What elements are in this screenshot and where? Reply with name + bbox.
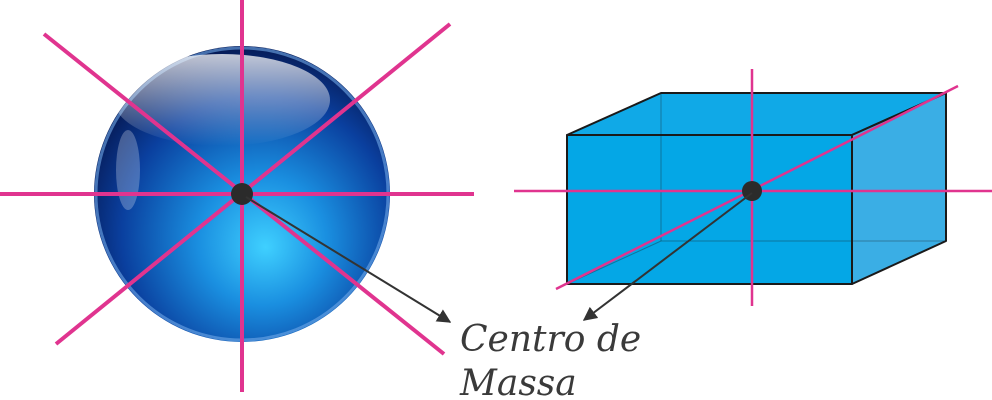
- box-pointer-arrow: [582, 192, 753, 321]
- sphere-axis-diagonal-up: [54, 22, 452, 346]
- sphere-highlight: [114, 54, 330, 146]
- sphere-side-glint: [116, 130, 140, 210]
- sphere-center-dot: [231, 183, 253, 205]
- center-of-mass-label-line2: Massa: [459, 363, 577, 400]
- sphere-pointer-arrow: [245, 196, 452, 323]
- center-of-mass-label-line1: Centro de: [460, 319, 641, 360]
